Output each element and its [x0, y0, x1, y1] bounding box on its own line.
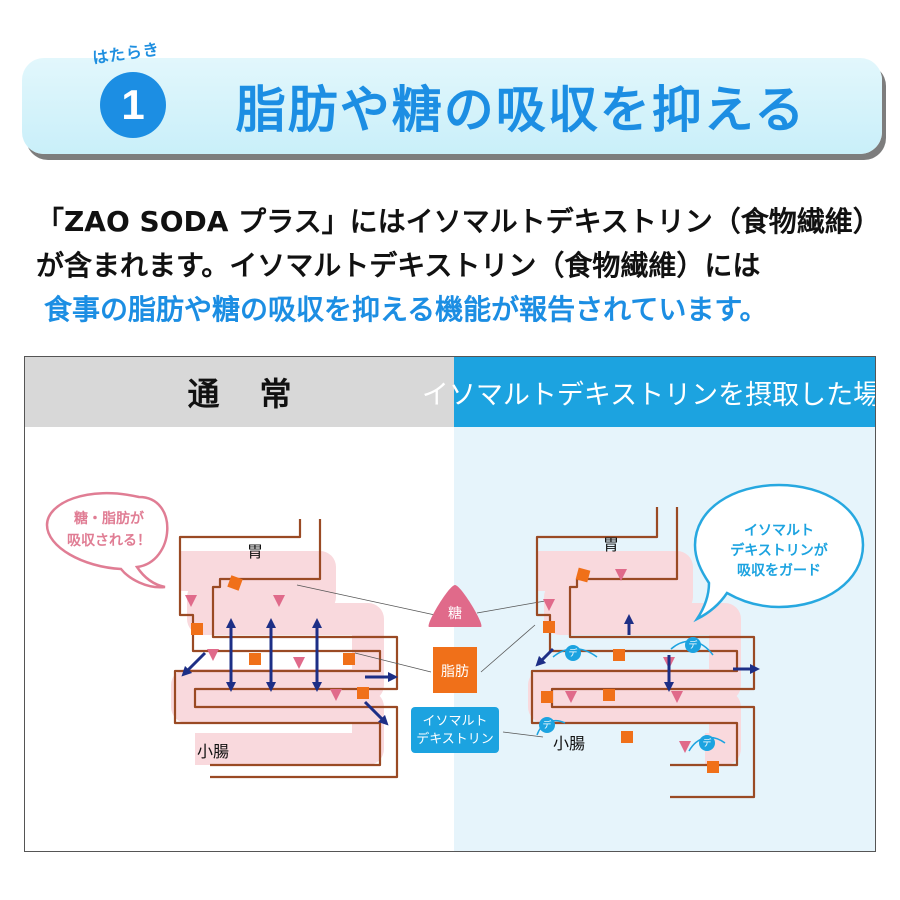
intestine-diagram-svg: 胃 小腸 — [45, 483, 865, 799]
description-paragraph: 「ZAO SODA プラス」にはイソマルトデキストリン（食物繊維） が含まれます… — [36, 200, 886, 332]
normal-particles — [185, 575, 369, 701]
left-bubble-line-1: 糖・脂肪が — [74, 510, 145, 527]
guard-glyph: デ — [542, 719, 551, 731]
sugar-triangle-icon — [679, 741, 691, 753]
legend-isomalto-line-1: イソマルト — [422, 714, 487, 729]
normal-header: 通常 — [25, 357, 454, 427]
fat-square-icon — [357, 687, 369, 699]
sugar-triangle-icon — [273, 595, 285, 607]
legend-isomalto-line-2: デキストリン — [416, 731, 494, 747]
stomach-label-right: 胃 — [603, 535, 619, 554]
sugar-triangle-icon — [671, 691, 683, 703]
sugar-triangle-icon — [565, 691, 577, 703]
guard-glyph: デ — [702, 737, 711, 749]
absorption-arrow-icon — [181, 651, 207, 677]
right-bubble-line-1: イソマルト — [744, 523, 814, 539]
comparison-diagram: 通常 イソマルトデキストリンを摂取した場合 胃 小腸 — [24, 356, 876, 852]
absorption-arrow-icon — [363, 700, 389, 726]
sugar-legend-icon — [428, 585, 482, 627]
sugar-triangle-icon — [185, 595, 197, 607]
fat-square-icon — [343, 653, 355, 665]
sugar-triangle-icon — [293, 657, 305, 669]
isomalto-circle-icon — [685, 637, 701, 653]
small-intestine-label-right: 小腸 — [553, 734, 585, 753]
fat-square-icon — [603, 689, 615, 701]
legend — [296, 584, 546, 753]
fat-square-icon — [575, 567, 591, 583]
fat-square-icon — [543, 621, 555, 633]
description-line-2: が含まれます。イソマルトデキストリン（食物繊維）には — [36, 249, 761, 282]
sugar-triangle-icon — [615, 569, 627, 581]
absorbed-speech-bubble — [45, 492, 169, 589]
legend-sugar-label: 糖 — [448, 606, 462, 622]
page-title: 脂肪や糖の吸収を抑える — [235, 81, 807, 139]
fat-square-icon — [621, 731, 633, 743]
right-bubble-line-3: 吸収をガード — [737, 562, 821, 579]
description-line-3: 食事の脂肪や糖の吸収を抑える機能が報告されています。 — [44, 293, 768, 326]
guard-glyph: デ — [568, 647, 577, 659]
fat-square-icon — [707, 761, 719, 773]
isomalto-guards — [536, 637, 726, 752]
left-bubble-line-2: 吸収される！ — [67, 532, 151, 549]
isomalto-circle-icon — [699, 735, 715, 751]
absorption-arrow-icon — [535, 647, 555, 667]
fat-square-icon — [249, 653, 261, 665]
fat-square-icon — [191, 623, 203, 635]
isomalto-header: イソマルトデキストリンを摂取した場合 — [422, 357, 875, 427]
isomalto-legend-icon — [411, 707, 499, 753]
guard-speech-bubble — [693, 483, 865, 623]
number-badge: 1 — [100, 72, 166, 138]
small-intestine-label-left: 小腸 — [197, 742, 229, 761]
sugar-triangle-icon — [207, 649, 219, 661]
sugar-triangle-icon — [543, 599, 555, 611]
fat-square-icon — [541, 691, 553, 703]
absorption-arrows-left — [181, 618, 398, 726]
isomalto-circle-icon — [539, 717, 555, 733]
isomalto-intestine — [528, 507, 756, 799]
fat-square-icon — [227, 575, 243, 591]
isomalto-guard-glyphs: デ デ デ デ — [542, 639, 711, 749]
right-bubble-line-2: デキストリンが — [730, 542, 829, 559]
isomalto-circle-icon — [565, 645, 581, 661]
description-line-1: 「ZAO SODA プラス」にはイソマルトデキストリン（食物繊維） — [36, 205, 881, 238]
sugar-triangle-icon — [330, 689, 342, 701]
normal-intestine — [171, 519, 399, 779]
absorption-arrows-right — [535, 614, 760, 692]
isomalto-particles — [541, 567, 719, 773]
stomach-label-left: 胃 — [247, 542, 263, 561]
fat-legend-icon — [433, 647, 477, 693]
fat-square-icon — [613, 649, 625, 661]
guard-glyph: デ — [688, 639, 697, 651]
legend-fat-label: 脂肪 — [441, 664, 469, 680]
